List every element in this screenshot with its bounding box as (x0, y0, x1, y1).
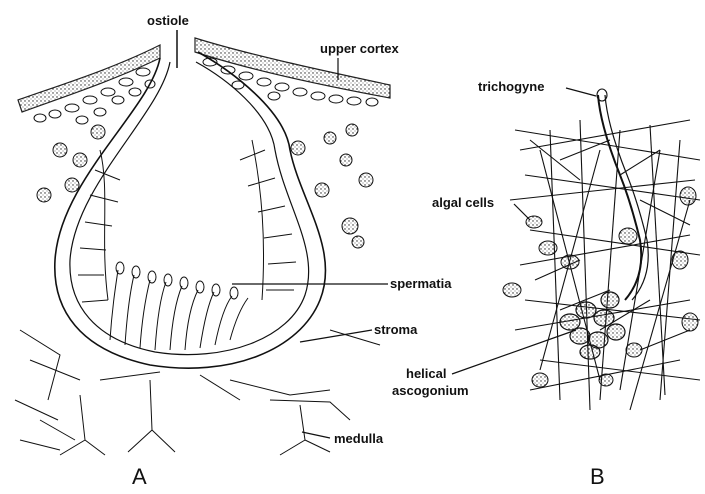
label-upper-cortex: upper cortex (320, 42, 399, 56)
medulla-hyphae (15, 330, 380, 455)
panel-label-a: A (132, 464, 147, 490)
label-algal-cells: algal cells (432, 196, 494, 210)
label-medulla: medulla (334, 432, 383, 446)
panel-b-figure (452, 88, 700, 410)
hyphal-network (510, 120, 700, 410)
paraphyses (110, 262, 248, 350)
label-spermatia: spermatia (390, 277, 451, 291)
label-trichogyne: trichogyne (478, 80, 544, 94)
label-stroma: stroma (374, 323, 417, 337)
helical-ascogonium (560, 292, 625, 359)
algal-cells-a (37, 124, 373, 248)
label-helical: helical (406, 367, 446, 381)
perithecium-wall (55, 52, 326, 368)
label-ascogonium: ascogonium (392, 384, 469, 398)
label-ostiole: ostiole (147, 14, 189, 28)
panel-a-figure (15, 30, 390, 455)
panel-label-b: B (590, 464, 605, 490)
